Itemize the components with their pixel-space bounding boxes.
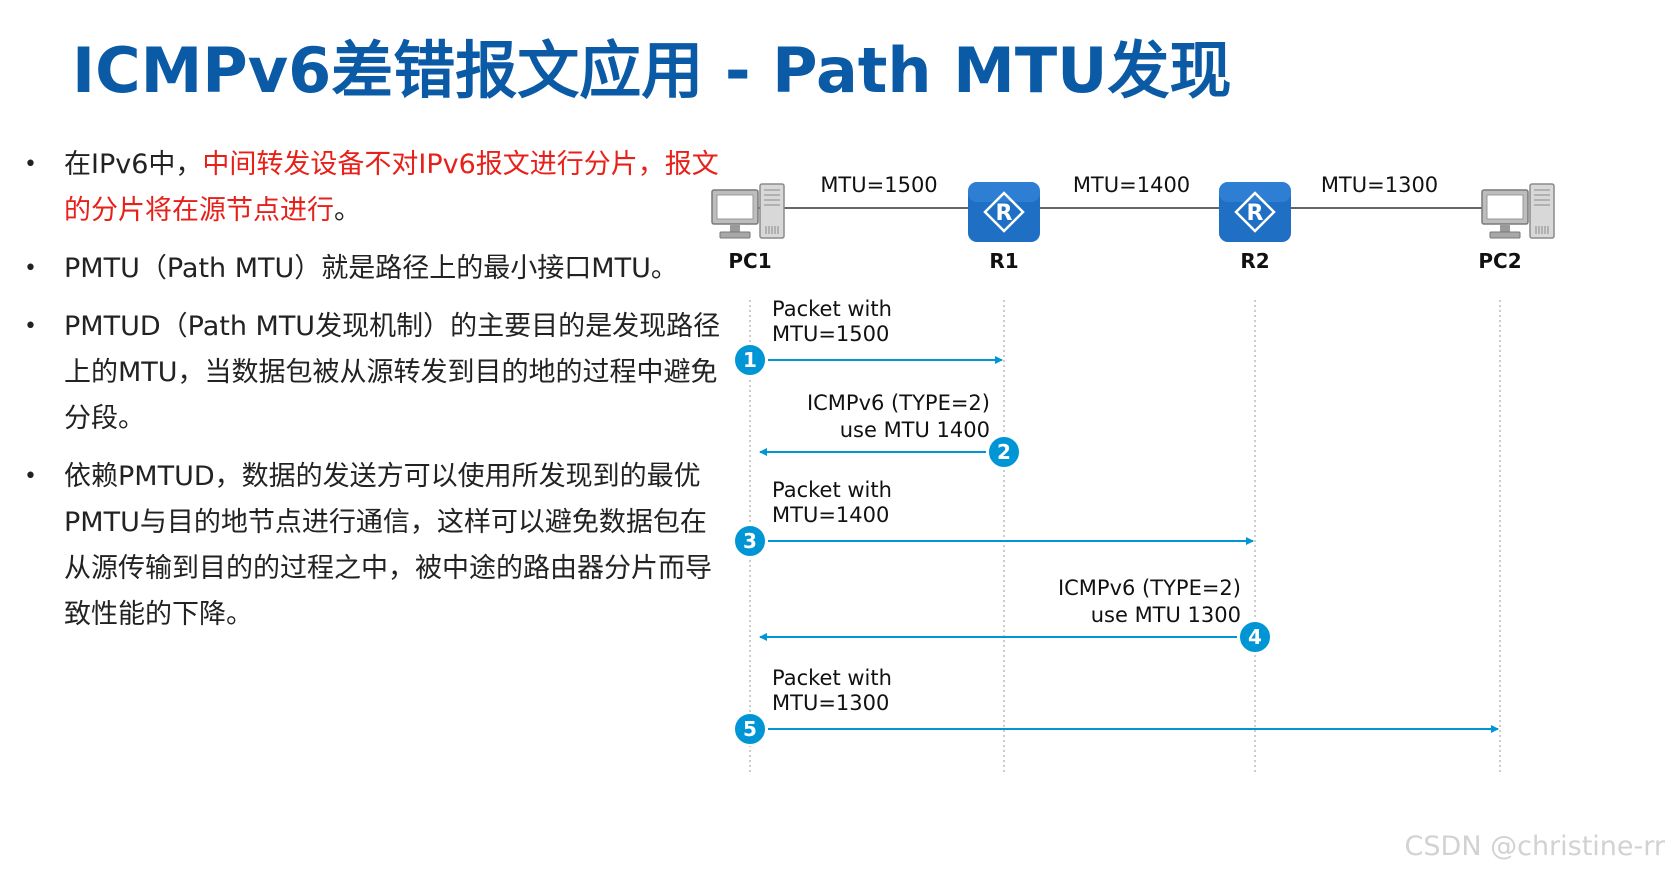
step-label: ICMPv6 (TYPE=2): [1058, 576, 1241, 600]
tower-case: [1529, 183, 1555, 239]
step-number: 2: [997, 440, 1011, 464]
step-label: Packet with: [772, 297, 892, 321]
bullet-text: 。: [334, 195, 361, 226]
watermark: CSDN @christine-rr: [1404, 831, 1665, 862]
node-label-r2: R2: [1240, 249, 1269, 273]
mtu-label: MTU=1400: [1073, 173, 1190, 197]
bullet-text: 在IPv6中，: [64, 149, 203, 180]
monitor-neck: [1500, 224, 1510, 232]
bullet-list: • 在IPv6中，中间转发设备不对IPv6报文进行分片，报文的分片将在源节点进行。…: [24, 142, 724, 650]
bullet-dot: •: [24, 314, 37, 339]
bullet-item: • 依赖PMTUD，数据的发送方可以使用所发现到的最优PMTU与目的地节点进行通信…: [24, 454, 724, 638]
step-label: Packet with: [772, 666, 892, 690]
pc-icon: [1481, 183, 1555, 239]
step-label: MTU=1500: [772, 322, 889, 346]
mtu-label: MTU=1500: [820, 173, 937, 197]
router-icon: R: [968, 182, 1040, 242]
bullet-dot: •: [24, 256, 37, 281]
step-2: 2 ICMPv6 (TYPE=2) use MTU 1400: [759, 391, 1021, 469]
step-badge: [733, 524, 767, 558]
monitor-screen: [716, 194, 754, 220]
monitor-base: [719, 231, 751, 239]
bullet-item: • PMTU（Path MTU）就是路径上的最小接口MTU。: [24, 246, 724, 292]
step-4: 4 ICMPv6 (TYPE=2) use MTU 1300: [759, 576, 1272, 654]
node-label-pc1: PC1: [728, 249, 771, 273]
pc-icon: [711, 183, 785, 239]
step-number: 1: [743, 348, 757, 372]
monitor-base: [1489, 231, 1521, 239]
highlight-text: 中间转发设备不对IPv6报文进行分片，报文的分片将在源节点进行: [64, 149, 719, 226]
bullet-text: PMTU（Path MTU）就是路径上的最小接口MTU。: [64, 253, 678, 284]
node-label-pc2: PC2: [1478, 249, 1521, 273]
bullet-item: • PMTUD（Path MTU发现机制）的主要目的是发现路径上的MTU，当数据包…: [24, 304, 724, 442]
bullet-item: • 在IPv6中，中间转发设备不对IPv6报文进行分片，报文的分片将在源节点进行。: [24, 142, 724, 234]
step-badge: [1238, 620, 1272, 654]
step-label: MTU=1400: [772, 503, 889, 527]
step-label: use MTU 1300: [1091, 603, 1241, 627]
router-diamond: [983, 191, 1025, 233]
router-diamond: [1234, 191, 1276, 233]
monitor-screen: [1486, 194, 1524, 220]
bullet-dot: •: [24, 152, 37, 177]
bullet-dot: •: [24, 464, 37, 489]
bullet-text: PMTUD（Path MTU发现机制）的主要目的是发现路径上的MTU，当数据包被…: [64, 311, 721, 434]
step-badge: [733, 712, 767, 746]
page-title: ICMPv6差错报文应用 - Path MTU发现: [72, 34, 1232, 107]
step-badge: [987, 435, 1021, 469]
step-label: Packet with: [772, 478, 892, 502]
step-badge: [733, 343, 767, 377]
node-label-r1: R1: [989, 249, 1018, 273]
step-label: ICMPv6 (TYPE=2): [807, 391, 990, 415]
step-label: use MTU 1400: [840, 418, 990, 442]
step-label: MTU=1300: [772, 691, 889, 715]
step-number: 5: [743, 717, 757, 741]
bullet-text: 依赖PMTUD，数据的发送方可以使用所发现到的最优PMTU与目的地节点进行通信，…: [64, 461, 712, 630]
step-number: 4: [1248, 625, 1262, 649]
tower-case: [759, 183, 785, 239]
monitor-neck: [730, 224, 740, 232]
router-letter: R: [1247, 201, 1264, 226]
router-letter: R: [996, 201, 1013, 226]
router-icon: R: [1219, 182, 1291, 242]
mtu-label: MTU=1300: [1321, 173, 1438, 197]
step-number: 3: [743, 529, 757, 553]
